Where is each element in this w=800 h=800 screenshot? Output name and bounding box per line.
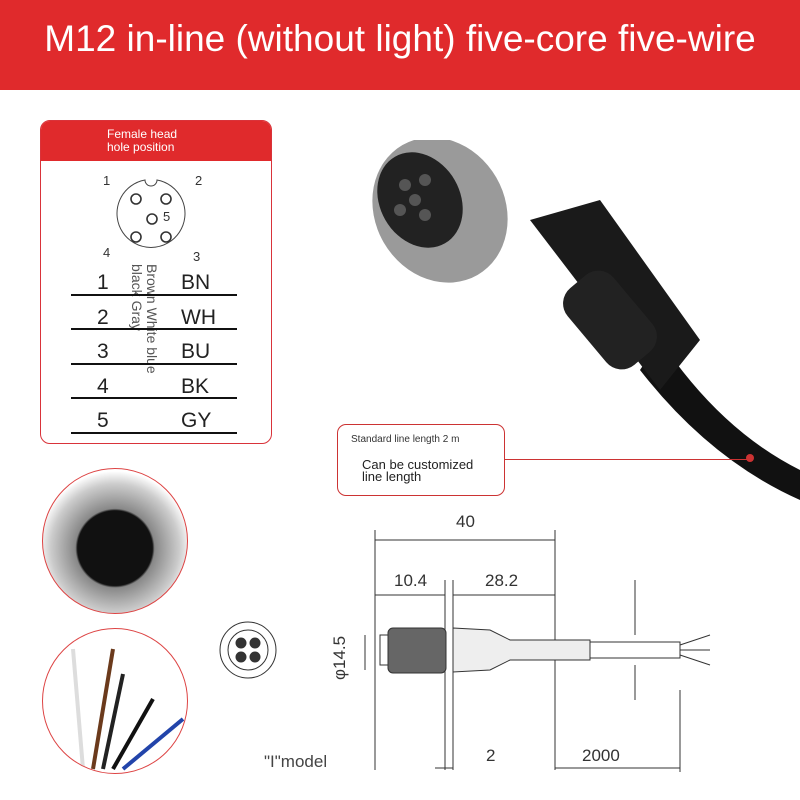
wire-code: GY: [181, 409, 212, 432]
color-names: black Gray: [129, 264, 145, 331]
wire-line: [71, 432, 237, 434]
connector-face-icon: [116, 179, 186, 248]
heading-line: Female head: [107, 127, 178, 141]
wire-number: 3: [97, 340, 109, 363]
wire-code: WH: [181, 306, 216, 329]
wire-number: 1: [97, 271, 109, 294]
callout-leader: [503, 459, 753, 460]
wire-line: [71, 363, 237, 365]
connector-photo: [372, 140, 800, 500]
pin-label: 2: [195, 173, 203, 188]
wire-number: 2: [97, 306, 109, 329]
connector-face-photo: [42, 468, 188, 614]
pinout-panel: Female head hole position 1 2 3 4 5 Brow…: [40, 120, 272, 444]
pin-label: 5: [163, 209, 171, 224]
dim-total: 40: [456, 512, 475, 531]
dim-head: 10.4: [394, 571, 428, 590]
dim-offset: 2: [486, 746, 496, 765]
pinout-heading: Female head hole position: [41, 121, 271, 161]
dim-body: 28.2: [485, 571, 519, 590]
product-title: M12 in-line (without light) five-core fi…: [44, 18, 756, 59]
pin-label: 4: [103, 245, 111, 260]
wire-line: [71, 294, 237, 296]
dim-diameter: φ14.5: [330, 635, 349, 680]
title-banner: [0, 0, 800, 90]
standard-length: Standard line length 2 m: [351, 434, 460, 445]
wire-number: 4: [97, 375, 109, 398]
wire-code: BU: [181, 340, 211, 363]
wire-line: [71, 328, 237, 330]
callout-dot: [746, 454, 754, 462]
color-names: Brown White blue: [144, 264, 160, 374]
wires-photo: [42, 628, 188, 774]
wire-code: BN: [181, 271, 211, 294]
dim-cable: 2000: [582, 746, 620, 765]
dimension-drawing: [219, 530, 711, 772]
wire-number: 5: [97, 409, 109, 432]
pin-label: 3: [193, 249, 201, 264]
wire-code: BK: [181, 375, 210, 398]
wire-line: [71, 397, 237, 399]
heading-line: hole position: [107, 140, 175, 154]
length-callout: Standard line length 2 m Can be customiz…: [337, 424, 505, 496]
model-label: "I"model: [264, 752, 328, 771]
wires-icon: [71, 648, 185, 771]
custom-length: Can be customized line length: [362, 457, 474, 484]
pin-label: 1: [103, 173, 111, 188]
